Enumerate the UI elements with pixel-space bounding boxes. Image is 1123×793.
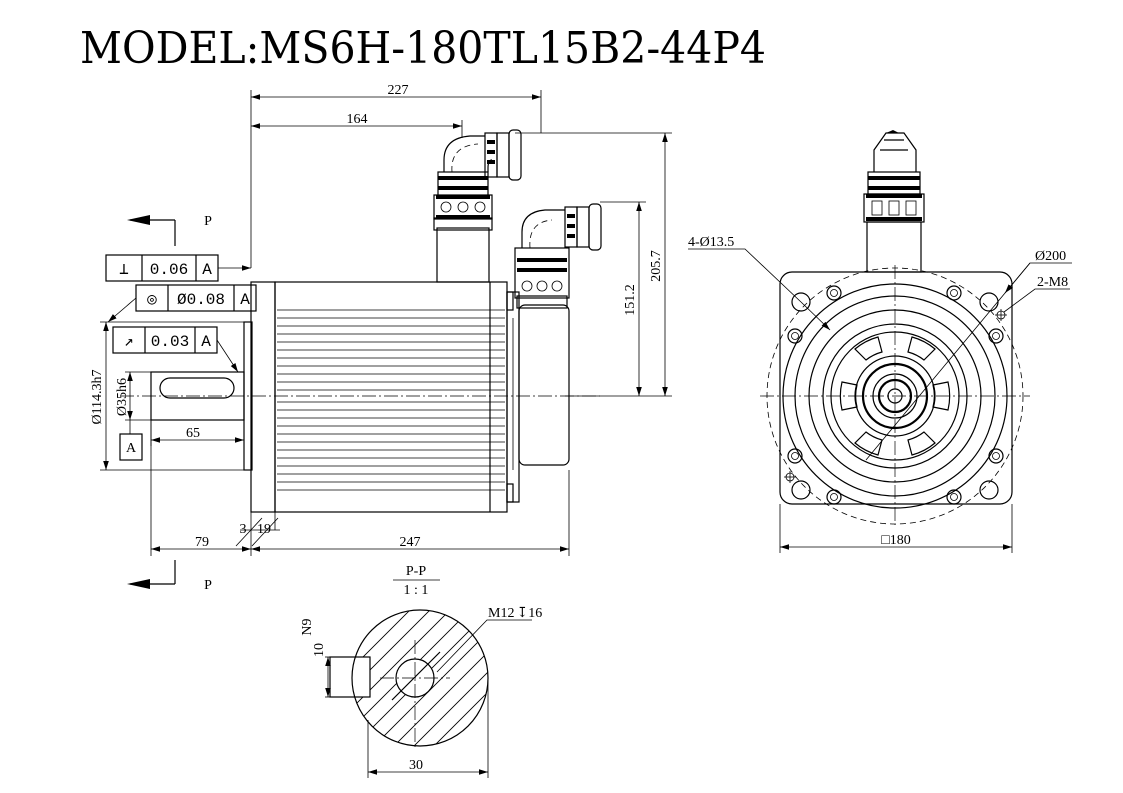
mounting-flange — [250, 281, 276, 513]
encoder-cover — [518, 304, 570, 466]
flange-bolts — [787, 285, 1004, 505]
front-view: 4-Ø13.5 Ø200 2-M8 □180 — [688, 130, 1072, 553]
runout-datum: A — [201, 333, 211, 351]
encoder-connector — [514, 203, 602, 309]
concentricity-value: Ø0.08 — [177, 291, 225, 309]
section-arrow-top: P — [127, 214, 212, 246]
runout-frame: ↗ 0.03 A — [112, 326, 239, 373]
section-scale: 1 : 1 — [404, 583, 429, 598]
cooling-fins — [277, 309, 505, 491]
dim-body: 247 — [400, 535, 421, 550]
dim-flange-offset: 79 — [195, 535, 209, 550]
dim-height-total: 205.7 — [649, 250, 664, 282]
dim-flange-thk: 19 — [257, 522, 271, 537]
perpendicularity-frame: ⊥ 0.06 A — [105, 254, 251, 282]
concentricity-datum: A — [240, 291, 250, 309]
dim-spigot: 3 — [240, 522, 247, 537]
datum-a-box — [119, 433, 143, 461]
section-marker-top: P — [204, 214, 212, 229]
dim-shaft-dia: Ø35h6 — [115, 378, 130, 416]
perpendicularity-symbol: ⊥ — [119, 261, 129, 279]
section-hatch — [352, 610, 488, 746]
dim-connector: 164 — [347, 112, 368, 127]
side-view: 227 164 205.7 151.2 — [90, 83, 672, 593]
thread-label: M12↧16 — [488, 606, 542, 621]
section-arrow-bottom: P — [127, 560, 212, 593]
cooling-slots — [839, 336, 951, 456]
motor-body — [274, 281, 508, 513]
holes-label: 4-Ø13.5 — [688, 235, 734, 250]
key-width-label: N9 — [300, 618, 315, 635]
dim-shaft-length: 65 — [186, 426, 200, 441]
section-marker-bottom: P — [204, 578, 212, 593]
runout-value: 0.03 — [151, 333, 189, 351]
section-title: P-P — [406, 564, 426, 579]
section-view: P-P 1 : 1 — [300, 564, 542, 778]
perpendicularity-value: 0.06 — [150, 261, 188, 279]
key-slot — [159, 377, 235, 399]
pcd-label: Ø200 — [1035, 249, 1066, 264]
tapped-label: 2-M8 — [1037, 275, 1068, 290]
shaft-width-label: 30 — [409, 758, 423, 773]
dim-overall: 227 — [388, 83, 409, 98]
model-title: MODEL:MS6H-180TL15B2-44P4 — [80, 23, 766, 74]
power-connector — [433, 129, 522, 283]
datum-a-label: A — [126, 441, 137, 456]
square-flange — [779, 271, 1013, 505]
dim-spigot-dia: Ø114.3h7 — [90, 369, 105, 424]
concentricity-frame: ◎ Ø0.08 A — [107, 284, 257, 323]
mounting-holes — [791, 292, 999, 500]
perpendicularity-datum: A — [202, 261, 212, 279]
flange-size-label: □180 — [881, 533, 910, 548]
key-depth-label: 10 — [312, 643, 327, 657]
runout-symbol: ↗ — [124, 333, 134, 351]
concentricity-symbol: ◎ — [147, 291, 157, 309]
dim-height-axis: 151.2 — [623, 284, 638, 316]
